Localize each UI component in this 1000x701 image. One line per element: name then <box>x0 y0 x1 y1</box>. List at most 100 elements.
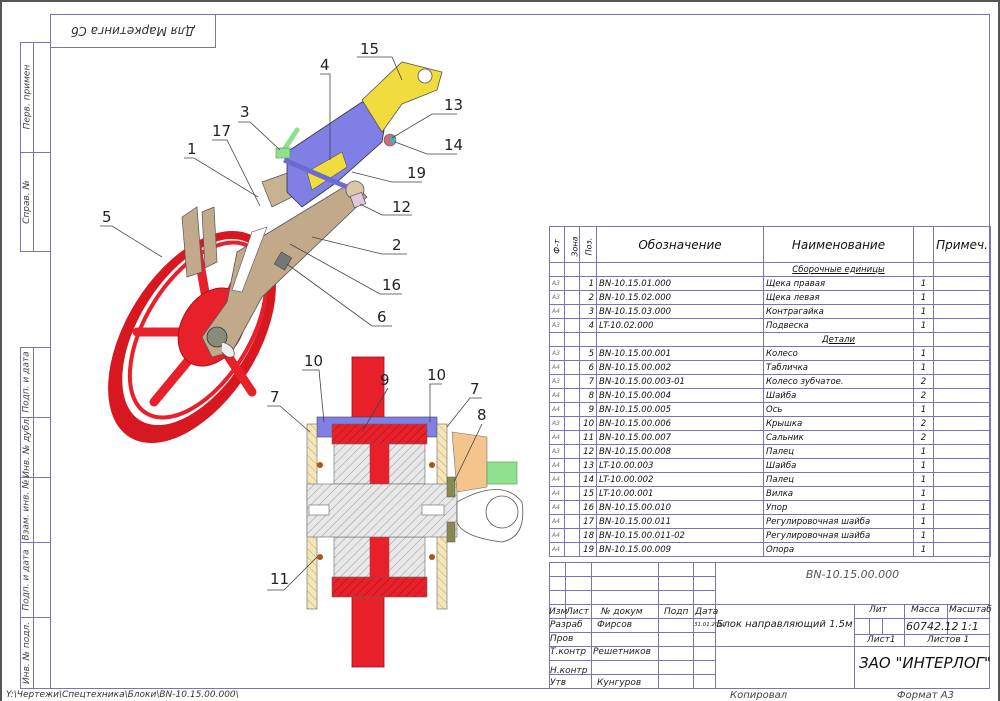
cell-note <box>933 388 991 403</box>
cell-format: А4 <box>549 486 565 501</box>
cell-note <box>933 514 991 529</box>
side-label-perv-primen: Перв. примен <box>20 42 34 152</box>
cell-designation: BN-10.15.00.005 <box>596 402 764 417</box>
cell-qty: 1 <box>913 304 934 319</box>
cell-qty: 1 <box>913 500 934 515</box>
callout-5: 5 <box>102 208 112 226</box>
side-label-sprav-no: Справ. № <box>20 152 34 252</box>
empty-cell <box>596 332 764 347</box>
callout-2: 2 <box>392 236 402 254</box>
col-list: Лист <box>566 607 589 617</box>
cell-zone <box>564 374 580 389</box>
cell-format: А4 <box>549 542 565 557</box>
cell-pos: 2 <box>579 290 597 305</box>
format-label: Формат А3 <box>897 690 954 701</box>
cell-pos: 19 <box>579 542 597 557</box>
cell-name: Контрагайка <box>763 304 914 319</box>
name-razrab: Фирсов <box>597 620 633 630</box>
cell-name: Шайба <box>763 388 914 403</box>
cell-pos: 9 <box>579 402 597 417</box>
marketing-stamp: Для Маркетинга Сб <box>50 14 216 48</box>
cell-pos: 6 <box>579 360 597 375</box>
cell-designation: BN-10.15.00.007 <box>596 430 764 445</box>
callout-7-right: 7 <box>470 380 480 398</box>
cell-zone <box>564 500 580 515</box>
cell-format: А3 <box>549 276 565 291</box>
cell-qty: 1 <box>913 528 934 543</box>
empty-cell <box>933 262 991 277</box>
header-format: Ф-т <box>549 226 565 263</box>
header-pos: Поз. <box>579 226 597 263</box>
cell-qty: 1 <box>913 318 934 333</box>
cell-format: А4 <box>549 402 565 417</box>
empty-cell <box>579 332 597 347</box>
title-block: BN-10.15.00.000 Изм Лист № докум Подп Да… <box>549 562 992 689</box>
cell-name: Ось <box>763 402 914 417</box>
side-label-podp-data-1: Подп. и дата <box>20 347 34 417</box>
header-zone-text: Зона <box>570 235 580 257</box>
empty-cell <box>564 332 580 347</box>
mass-label: Масса <box>911 605 940 615</box>
cell-name: Сальник <box>763 430 914 445</box>
side-label-text: Перв. примен <box>22 64 33 130</box>
cell-format: А4 <box>549 430 565 445</box>
section-title: Детали <box>763 332 914 347</box>
empty-cell <box>579 262 597 277</box>
cell-format: А4 <box>549 388 565 403</box>
strip-line <box>20 152 50 153</box>
cell-note <box>933 542 991 557</box>
cell-qty: 1 <box>913 472 934 487</box>
cell-pos: 1 <box>579 276 597 291</box>
cell-zone <box>564 472 580 487</box>
side-label-text: Подп. и дата <box>22 548 32 611</box>
cell-note <box>933 290 991 305</box>
callout-11: 11 <box>270 570 289 588</box>
cell-format: А4 <box>549 360 565 375</box>
cell-pos: 16 <box>579 500 597 515</box>
assembly-drawing: 15 4 3 17 1 13 14 19 12 2 5 16 6 <box>100 40 524 668</box>
cell-qty: 1 <box>913 276 934 291</box>
date-razrab: 31.01.2011 <box>694 622 726 628</box>
cell-designation: LT-10.02.000 <box>596 318 764 333</box>
empty-cell <box>913 262 934 277</box>
cell-note <box>933 486 991 501</box>
cell-designation: LT-10.00.001 <box>596 486 764 501</box>
cell-name: Палец <box>763 444 914 459</box>
callout-15: 15 <box>360 40 379 58</box>
mass-value: 60742.12 <box>906 620 959 633</box>
cell-zone <box>564 276 580 291</box>
cell-qty: 2 <box>913 374 934 389</box>
cell-note <box>933 430 991 445</box>
cell-name: Вилка <box>763 486 914 501</box>
cell-pos: 13 <box>579 458 597 473</box>
callout-8: 8 <box>477 406 487 424</box>
cell-name: Щека левая <box>763 290 914 305</box>
callout-9: 9 <box>380 371 390 389</box>
cell-pos: 3 <box>579 304 597 319</box>
cell-name: Щека правая <box>763 276 914 291</box>
role-razrab: Разраб <box>550 620 583 630</box>
callout-6: 6 <box>377 308 387 326</box>
header-format-text: Ф-т <box>552 238 562 254</box>
file-path: Y:\Чертежи\Спецтехника\Блоки\BN-10.15.00… <box>6 690 239 700</box>
role-utv: Утв <box>550 678 567 688</box>
cell-zone <box>564 402 580 417</box>
cell-designation: BN-10.15.00.011-02 <box>596 528 764 543</box>
drawing-title: Блок направляющий 1.5м <box>716 619 853 630</box>
empty-cell <box>933 332 991 347</box>
header-name: Наименование <box>763 226 914 263</box>
spec-section-row: Сборочные единицы <box>549 262 991 277</box>
role-prov: Пров <box>550 634 574 644</box>
left-strip-divider <box>20 347 34 689</box>
cell-zone <box>564 318 580 333</box>
cell-format: А3 <box>549 444 565 459</box>
cell-name: Табличка <box>763 360 914 375</box>
cell-qty: 1 <box>913 360 934 375</box>
cell-designation: BN-10.15.00.006 <box>596 416 764 431</box>
cell-note <box>933 276 991 291</box>
